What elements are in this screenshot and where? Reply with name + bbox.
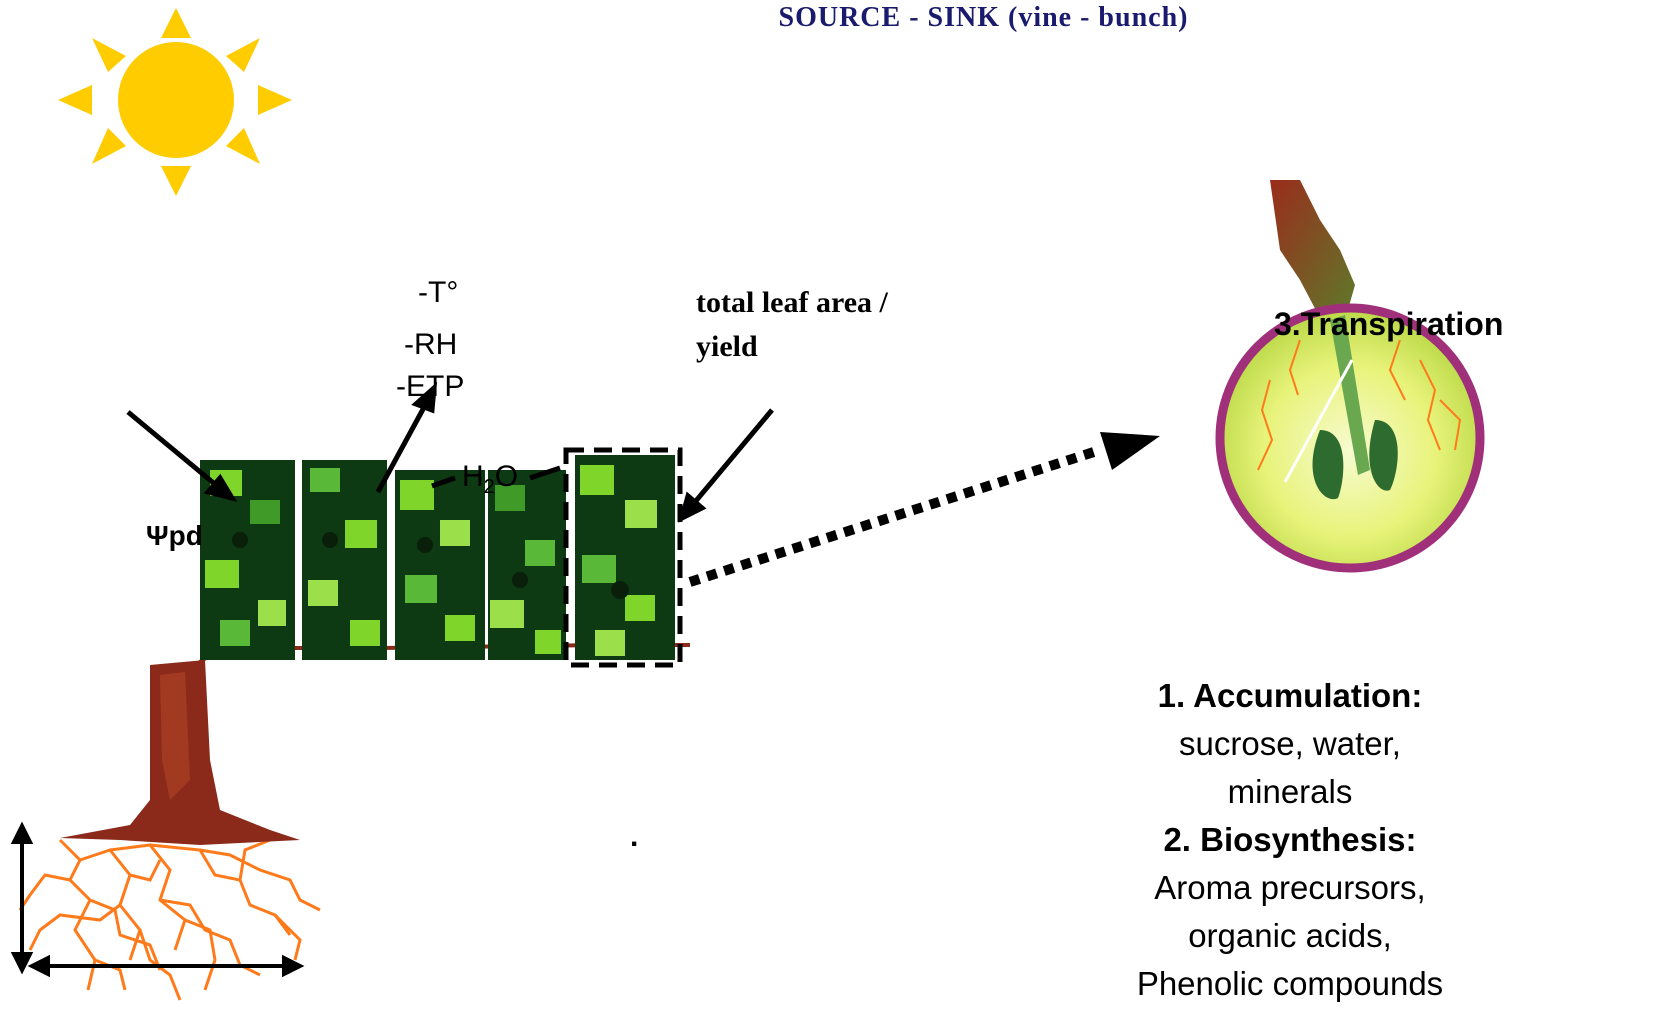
selected-vine-box [563,447,683,668]
sink-processes-text: 1. Accumulation: sucrose, water, mineral… [1080,672,1500,1008]
accumulation-heading: 1. Accumulation: [1157,677,1423,714]
water-label-h: H [462,460,484,493]
root-depth-scale [10,821,305,978]
arrows [126,381,774,523]
diagram-title: SOURCE - SINK (vine - bunch) [778,2,1189,33]
water-label-subscript: 2 [483,476,495,498]
grape-berry-illustration [1215,180,1485,573]
leaf-area-label-line1: total leaf area / [696,286,888,319]
biosynthesis-line-1: Aroma precursors, [1154,869,1426,906]
roots-illustration [18,838,321,1001]
temperature-label: -T° [418,276,459,309]
stray-dot: . [630,820,639,853]
accumulation-line-1: sucrose, water, [1179,725,1401,762]
biosynthesis-line-2: organic acids, [1188,917,1392,954]
arrow-h2o [431,475,456,489]
arrowhead-psi-pd [203,473,238,502]
arrowhead-leaf-area [678,491,707,523]
arrow-from-climate [375,398,431,494]
source-sink-arrow [688,432,1160,587]
vine-trunk [60,660,300,845]
source-sink-arrowhead [1100,432,1160,470]
sun-icon [58,8,292,196]
relative-humidity-label: -RH [404,328,458,361]
biosynthesis-line-3: Phenolic compounds [1136,965,1444,1002]
vine-canopy [200,455,675,660]
transpiration-label: 3.Transpiration [1274,306,1504,342]
water-label-o: O [494,460,519,493]
arrow-to-psi-pd [126,410,224,492]
arrow-h2o-right [529,465,561,481]
water-label: H2O [462,460,518,499]
arrowhead-climate [411,381,438,414]
etp-label: -ETP [396,370,465,403]
accumulation-line-2: minerals [1227,773,1353,810]
biosynthesis-heading: 2. Biosynthesis: [1163,821,1417,858]
psi-pd-label: Ψpd [146,520,203,551]
arrow-leaf-area [688,408,774,510]
leaf-area-label-line2: yield [696,330,758,363]
